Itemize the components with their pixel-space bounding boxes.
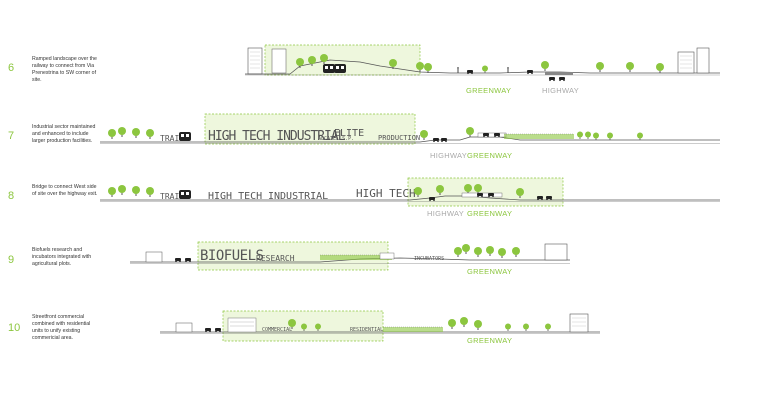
highway-label: HIGHWAY [430,151,467,160]
word-alcatel: ALCATEL S.P. [318,136,354,142]
word-train: TRAIN [160,192,184,201]
section-description-7: Industrial sector maintained and enhance… [32,124,96,144]
word-production: PRODUCTION [378,134,420,142]
word-train: TRAIN [160,134,184,143]
ground-line [130,257,570,263]
section-10-drawing: COMMERCIAL RESIDENTIAL GREENWAY [160,310,600,345]
word-high-tech-2: HIGH TECH [356,187,416,200]
word-commercial: COMMERCIAL [262,327,292,333]
section-9-drawing: BIOFUELS RESEARCH INCUBATORS GREENWAY [130,241,570,276]
greenway-label: GREENWAY [466,86,511,95]
word-high-tech-1: HIGH TECH [208,191,262,202]
section-7-drawing: TRAIN HIGH TECH INDUSTRIAL ALCATEL S.P. … [100,113,720,160]
industrial-zone [204,113,416,145]
word-elite: ELITE [334,128,364,139]
bridge-zone [407,177,564,207]
greenway-label: GREENWAY [467,336,512,345]
section-description-10: Streetfront commercial combined with res… [32,314,91,341]
highway-label: HIGHWAY [542,86,579,95]
section-description-8: Bridge to connect West side of site over… [32,184,98,197]
greenway-label: GREENWAY [467,209,512,218]
section-number-8: 8 [8,190,15,202]
section-number-9: 9 [8,254,15,266]
section-description-9: Biofuels research and incubators integra… [32,247,92,267]
highway-label: HIGHWAY [427,209,464,218]
word-industrial: INDUSTRIAL [268,191,328,202]
section-number-10: 10 [8,322,21,334]
word-research: RESEARCH [256,254,295,263]
agri-plots [504,133,574,139]
section-number-6: 6 [8,62,15,74]
section-description-6: Ramped landscape over the railway to con… [32,56,97,83]
word-high-tech-industrial: HIGH TECH INDUSTRIAL [208,129,346,144]
word-biofuels: BIOFUELS [200,248,264,264]
greenway-label: GREENWAY [467,151,512,160]
agri-plots [383,326,443,332]
section-8-drawing: TRAIN HIGH TECH INDUSTRIAL HIGH TECH HIG… [100,177,720,218]
ground-line [100,136,720,143]
word-incubators: INCUBATORS [414,256,444,262]
word-residential: RESIDENTIAL [350,327,383,333]
section-6-drawing: GREENWAY HIGHWAY [245,44,720,95]
section-number-7: 7 [8,130,15,142]
greenway-label: GREENWAY [467,267,512,276]
